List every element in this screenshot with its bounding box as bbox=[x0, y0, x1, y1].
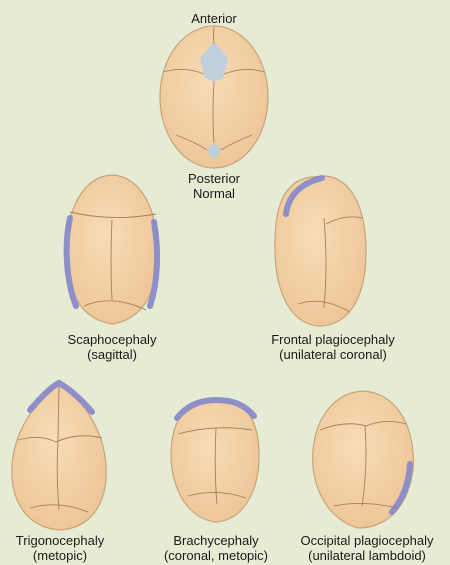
frontal-plagiocephaly-subtitle: (unilateral coronal) bbox=[248, 347, 418, 362]
normal-label: Normal bbox=[164, 186, 264, 201]
frontal-plagiocephaly-skull bbox=[275, 176, 366, 326]
brachycephaly-title: Brachycephaly bbox=[149, 533, 283, 548]
trigonocephaly-subtitle: (metopic) bbox=[0, 548, 120, 563]
posterior-label: Posterior bbox=[164, 171, 264, 186]
scaphocephaly-skull-outline bbox=[67, 175, 158, 324]
occipital-plagiocephaly-title: Occipital plagiocephaly bbox=[284, 533, 450, 548]
occipital-plagiocephaly-subtitle: (unilateral lambdoid) bbox=[284, 548, 450, 563]
occipital-plagiocephaly-caption: Occipital plagiocephaly (unilateral lamb… bbox=[284, 533, 450, 563]
metopic-suture bbox=[214, 27, 215, 44]
trigonocephaly-title: Trigonocephaly bbox=[0, 533, 120, 548]
trigonocephaly-caption: Trigonocephaly (metopic) bbox=[0, 533, 120, 563]
anterior-label: Anterior bbox=[164, 11, 264, 26]
brachycephaly-caption: Brachycephaly (coronal, metopic) bbox=[149, 533, 283, 563]
scaphocephaly-skull bbox=[67, 175, 158, 324]
normal-skull bbox=[160, 26, 268, 168]
occipital-plagiocephaly-skull bbox=[313, 391, 414, 528]
scaphocephaly-subtitle: (sagittal) bbox=[52, 347, 172, 362]
scaphocephaly-title: Scaphocephaly bbox=[52, 332, 172, 347]
frontal-plagiocephaly-title: Frontal plagiocephaly bbox=[248, 332, 418, 347]
scaphocephaly-caption: Scaphocephaly (sagittal) bbox=[52, 332, 172, 362]
brachycephaly-skull bbox=[171, 399, 259, 522]
brachycephaly-subtitle: (coronal, metopic) bbox=[149, 548, 283, 563]
normal-skull-caption: Posterior Normal bbox=[164, 171, 264, 201]
trigonocephaly-skull bbox=[12, 382, 106, 530]
frontal-plagiocephaly-caption: Frontal plagiocephaly (unilateral corona… bbox=[248, 332, 418, 362]
